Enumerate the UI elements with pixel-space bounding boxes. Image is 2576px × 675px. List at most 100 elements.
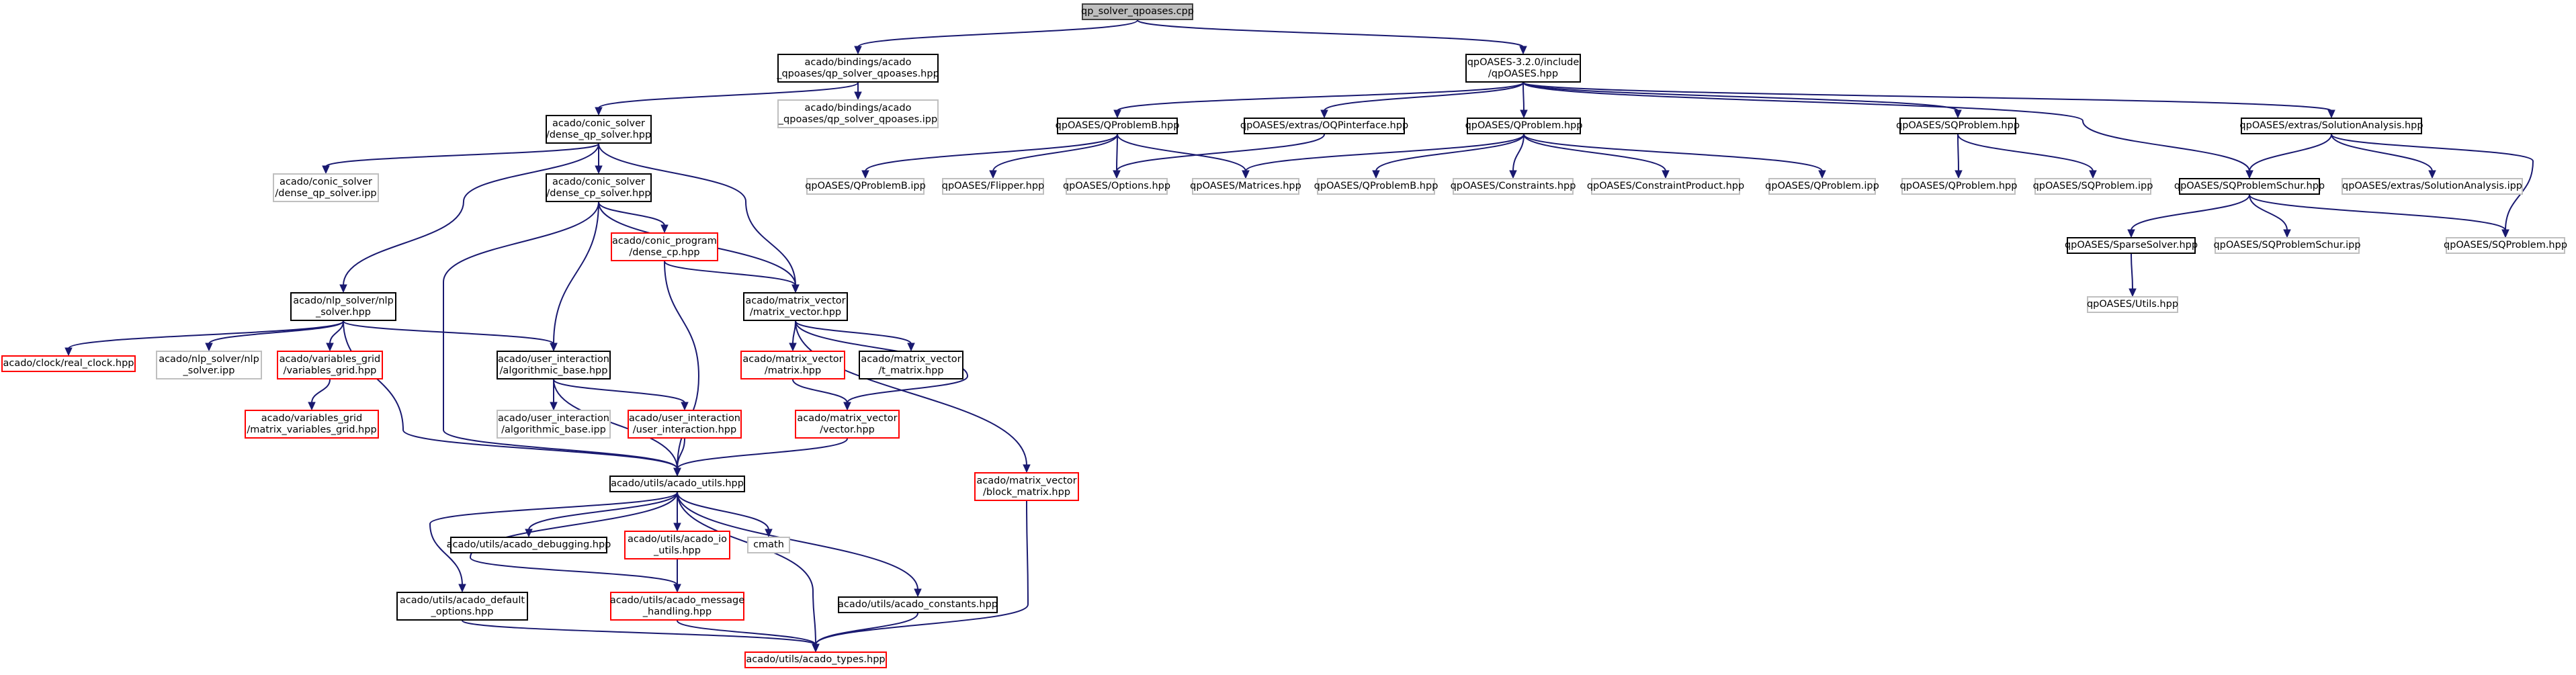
edge-sqproblem-hpp-to-qproblem-hpp2	[1957, 134, 1959, 172]
graph-node-acado-types[interactable]: acado/utils/acado_types.hpp	[744, 651, 887, 668]
arrowhead-options	[1113, 170, 1121, 179]
graph-node-qproblem-hpp2[interactable]: qpOASES/QProblem.hpp	[1900, 178, 2017, 195]
graph-node-solution-analysis-hpp[interactable]: qpOASES/extras/SolutionAnalysis.hpp	[2239, 118, 2423, 134]
edge-dense-cp-hpp-to-dense-cp	[598, 201, 665, 226]
graph-node-qproblemb-hpp[interactable]: qpOASES/QProblemB.hpp	[1056, 118, 1179, 134]
arrowhead-block-matrix	[1023, 464, 1031, 474]
arrowhead-qproblemb-hpp	[1113, 109, 1121, 119]
graph-node-matrix-vector-hpp[interactable]: acado/matrix_vector /matrix_vector.hpp	[743, 292, 848, 321]
graph-node-matrix-variables-grid[interactable]: acado/variables_grid /matrix_variables_g…	[245, 410, 379, 439]
edge-oqp-to-options	[1116, 134, 1325, 172]
arrowhead-dense-qp-hpp	[595, 107, 603, 116]
graph-node-acado-utils[interactable]: acado/utils/acado_utils.hpp	[609, 476, 745, 492]
graph-node-dense-cp-hpp[interactable]: acado/conic_solver /dense_cp_solver.hpp	[546, 173, 652, 202]
graph-node-sqproblem-ipp[interactable]: qpOASES/SQProblem.ipp	[2033, 178, 2153, 195]
graph-node-cmath[interactable]: cmath	[747, 537, 790, 553]
graph-node-dense-cp[interactable]: acado/conic_program /dense_cp.hpp	[611, 232, 718, 261]
graph-node-qproblemb-ipp1[interactable]: qpOASES/QProblemB.ipp	[805, 178, 926, 195]
arrowhead-sqproblem-ipp	[2089, 170, 2097, 179]
graph-node-qp-ipp[interactable]: acado/bindings/acado _qpoases/qp_solver_…	[777, 99, 939, 128]
arrowhead-acado-types	[812, 643, 820, 653]
arrowhead-dense-qp-ipp	[322, 165, 330, 175]
edge-qpoases-hpp-to-sqproblem-hpp	[1522, 82, 1959, 111]
edge-dense-cp-hpp-to-algo-base-hpp	[553, 201, 599, 345]
arrowhead-utils-hpp	[2129, 288, 2137, 298]
graph-node-qproblem-hpp[interactable]: qpOASES/QProblem.hpp	[1465, 118, 1582, 134]
graph-node-t-matrix[interactable]: acado/matrix_vector /t_matrix.hpp	[859, 351, 963, 379]
edge-dense-cp-to-matrix-vector-hpp	[664, 261, 796, 286]
graph-node-root[interactable]: qp_solver_qpoases.cpp	[1081, 3, 1194, 20]
graph-node-qproblem-ipp[interactable]: qpOASES/QProblem.ipp	[1765, 178, 1879, 195]
edge-qproblemb-hpp-to-matrices	[1117, 134, 1246, 172]
graph-node-block-matrix[interactable]: acado/matrix_vector /block_matrix.hpp	[974, 472, 1079, 501]
graph-node-nlp-hpp[interactable]: acado/nlp_solver/nlp _solver.hpp	[290, 292, 396, 321]
graph-node-default-options[interactable]: acado/utils/acado_default _options.hpp	[396, 592, 528, 621]
graph-node-sparse-solver[interactable]: qpOASES/SparseSolver.hpp	[2065, 237, 2198, 254]
arrowhead-default-options	[458, 584, 466, 593]
graph-node-sqschur-hpp[interactable]: qpOASES/SQProblemSchur.hpp	[2174, 178, 2325, 195]
arrowhead-real-clock	[65, 347, 73, 357]
graph-node-options[interactable]: qpOASES/Options.hpp	[1063, 178, 1170, 195]
edge-acado-constants-to-acado-types	[815, 613, 918, 645]
graph-node-constraint-product[interactable]: qpOASES/ConstraintProduct.hpp	[1587, 178, 1744, 195]
graph-node-constraints[interactable]: qpOASES/Constraints.hpp	[1451, 178, 1576, 195]
graph-node-matrix-hpp[interactable]: acado/matrix_vector /matrix.hpp	[740, 351, 845, 379]
graph-node-flipper[interactable]: qpOASES/Flipper.hpp	[942, 178, 1044, 195]
edge-qpoases-hpp-to-qproblem-hpp	[1522, 82, 1525, 111]
arrowhead-nlp-hpp	[339, 284, 347, 294]
arrowhead-qpoases-hpp	[1519, 46, 1527, 55]
edge-dense-qp-hpp-to-dense-qp-ipp	[325, 143, 599, 167]
edge-message-handling-to-acado-types	[677, 620, 816, 645]
arrowhead-constraint-product	[1662, 170, 1670, 179]
graph-node-user-interaction[interactable]: acado/user_interaction /user_interaction…	[628, 410, 742, 439]
arrowhead-nlp-ipp	[205, 343, 213, 352]
arrowhead-oqp	[1320, 109, 1328, 119]
edge-qpoases-hpp-to-sqschur-hpp	[1522, 82, 2250, 172]
edge-sqschur-hpp-to-sparse-solver	[2131, 194, 2250, 231]
edge-qpoases-hpp-to-oqp	[1324, 82, 1524, 111]
graph-node-oqp[interactable]: qpOASES/extras/OQPinterface.hpp	[1240, 118, 1408, 134]
arrowhead-solution-analysis-hpp	[2327, 109, 2335, 119]
graph-node-qproblemb-ipp2[interactable]: qpOASES/QProblemB.hpp	[1314, 178, 1438, 195]
graph-node-acado-io-utils[interactable]: acado/utils/acado_io _utils.hpp	[624, 531, 730, 559]
arrowhead-matrix-vector-hpp	[791, 284, 800, 294]
dependency-edges	[65, 19, 2534, 653]
arrowhead-user-interaction	[681, 402, 689, 411]
graph-node-dense-qp-ipp[interactable]: acado/conic_solver /dense_qp_solver.ipp	[273, 173, 379, 202]
graph-node-message-handling[interactable]: acado/utils/acado_message _handling.hpp	[610, 592, 744, 621]
graph-node-acado-constants[interactable]: acado/utils/acado_constants.hpp	[838, 596, 998, 613]
graph-node-nlp-ipp[interactable]: acado/nlp_solver/nlp _solver.ipp	[156, 351, 262, 379]
arrowhead-solution-analysis-ipp	[2428, 170, 2436, 179]
edge-dense-qp-hpp-to-matrix-vector-hpp	[598, 143, 796, 286]
graph-node-variables-grid[interactable]: acado/variables_grid /variables_grid.hpp	[277, 351, 383, 379]
graph-node-sqproblem-hpp[interactable]: qpOASES/SQProblem.hpp	[1896, 118, 2020, 134]
graph-node-qpoases-hpp[interactable]: qpOASES-3.2.0/include /qpOASES.hpp	[1465, 54, 1581, 83]
edge-nlp-hpp-to-acado-utils	[343, 320, 678, 469]
arrowhead-vector-hpp	[843, 402, 851, 411]
edge-root-to-qpoases-hpp	[1137, 19, 1524, 48]
edge-sparse-solver-to-utils-hpp	[2131, 253, 2133, 290]
arrowhead-qp-ipp	[854, 91, 862, 101]
edge-default-options-to-acado-types	[462, 620, 816, 645]
graph-node-sqschur-ipp[interactable]: qpOASES/SQProblemSchur.ipp	[2213, 237, 2361, 254]
graph-node-utils-hpp[interactable]: qpOASES/Utils.hpp	[2087, 296, 2178, 313]
arrowhead-message-handling	[673, 584, 681, 593]
arrowhead-qproblem-hpp	[1520, 109, 1528, 119]
graph-node-acado-debugging[interactable]: acado/utils/acado_debugging.hpp	[447, 537, 611, 553]
graph-node-matrices[interactable]: qpOASES/Matrices.hpp	[1190, 178, 1301, 195]
edge-qpoases-hpp-to-qproblemb-hpp	[1117, 82, 1524, 111]
edge-qproblemb-hpp-to-flipper	[992, 134, 1118, 172]
graph-node-sqproblem-hpp2[interactable]: qpOASES/SQProblem.hpp	[2444, 237, 2567, 254]
arrowhead-algo-base-ipp	[550, 402, 558, 411]
graph-node-algo-base-ipp[interactable]: acado/user_interaction /algorithmic_base…	[497, 410, 611, 439]
arrowhead-sqproblem-hpp2	[2501, 229, 2509, 238]
graph-node-solution-analysis-ipp[interactable]: qpOASES/extras/SolutionAnalysis.ipp	[2342, 178, 2523, 195]
graph-node-real-clock[interactable]: acado/clock/real_clock.hpp	[1, 355, 136, 372]
graph-node-dense-qp-hpp[interactable]: acado/conic_solver /dense_qp_solver.hpp	[546, 115, 652, 144]
graph-node-vector-hpp[interactable]: acado/matrix_vector /vector.hpp	[795, 410, 900, 439]
graph-node-qp-hpp[interactable]: acado/bindings/acado _qpoases/qp_solver_…	[777, 54, 939, 83]
edge-dense-qp-hpp-to-nlp-hpp	[343, 143, 599, 286]
graph-node-algo-base-hpp[interactable]: acado/user_interaction /algorithmic_base…	[497, 351, 611, 379]
arrowhead-flipper	[989, 170, 997, 179]
edge-sqschur-hpp-to-sqproblem-hpp2	[2249, 194, 2506, 231]
